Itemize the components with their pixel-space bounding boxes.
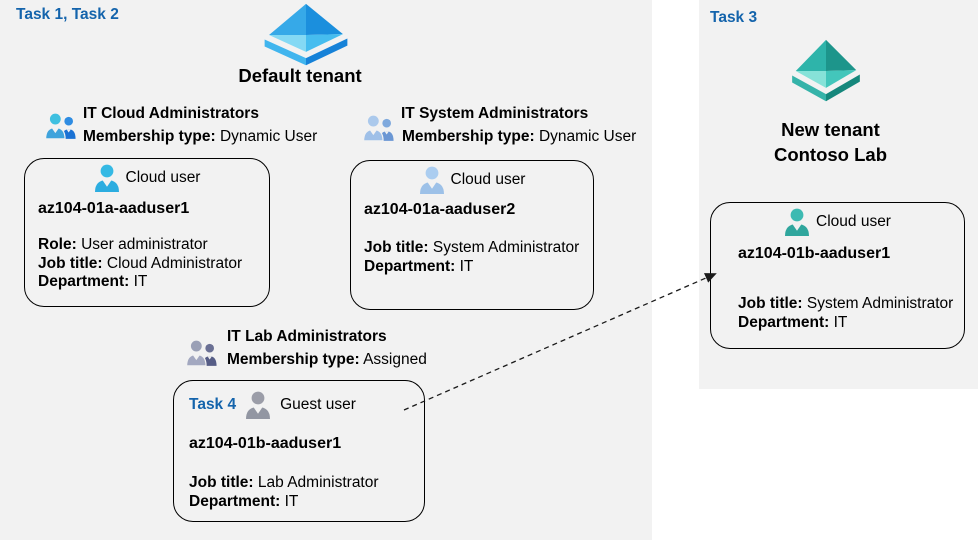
group-name-lab-admins: IT Lab Administrators [227, 328, 387, 345]
cloud-user-icon [94, 164, 119, 192]
azure-ad-icon-teal [792, 39, 860, 102]
user-name: az104-01a-aaduser2 [364, 201, 516, 218]
cloud-user-icon [419, 166, 444, 194]
department-label: Department: [364, 257, 456, 275]
user-type-label: Guest user [280, 396, 356, 413]
role-label: Role: [38, 236, 77, 253]
group-icon-cloud-admins [45, 112, 76, 139]
user-card-aaduser2: Cloud user az104-01a-aaduser2 Job title:… [350, 160, 594, 310]
user-type-label: Cloud user [125, 169, 201, 186]
group-membership-cloud-admins: Membership type: Dynamic User [83, 128, 317, 146]
user-type-label: Cloud user [450, 171, 526, 188]
job-title-value: System Administrator [806, 295, 954, 312]
role-value: User administrator [81, 236, 208, 253]
membership-type-label: Membership type: [227, 351, 360, 368]
default-tenant-title: Default tenant [238, 65, 362, 86]
user-card-header: Task 4 Guest user [189, 391, 356, 419]
job-title-label: Job title: [189, 474, 254, 491]
task-4-label: Task 4 [189, 396, 237, 413]
user-jobtitle-line: Job title: System Administrator [364, 239, 579, 258]
department-label: Department: [738, 313, 830, 331]
user-card-header: Cloud user [711, 208, 964, 236]
group-name-cloud-admins: IT Cloud Administrators [83, 105, 259, 122]
group-icon-lab-admins [186, 339, 217, 366]
cloud-user-icon [785, 208, 810, 236]
membership-type-label: Membership type: [83, 128, 216, 145]
new-tenant-title: New tenant Contoso Lab [728, 118, 933, 167]
user-card-header: Cloud user [25, 164, 269, 192]
job-title-value: System Administrator [432, 239, 580, 256]
default-tenant-panel [0, 0, 652, 540]
membership-type-label: Membership type: [402, 128, 535, 145]
user-department-line: Department: IT [38, 273, 242, 292]
user-type-label: Cloud user [816, 213, 891, 230]
group-membership-system-admins: Membership type: Dynamic User [402, 128, 636, 146]
task-3-label: Task 3 [710, 9, 758, 26]
user-attributes: Job title: System Administrator Departme… [364, 239, 579, 276]
membership-type-value: Assigned [363, 351, 427, 368]
user-jobtitle-line: Job title: System Administrator [738, 295, 953, 314]
new-tenant-title-line2: Contoso Lab [773, 143, 888, 165]
department-label: Department: [189, 492, 281, 510]
user-name: az104-01b-aaduser1 [189, 435, 342, 452]
department-value: IT [833, 313, 848, 331]
new-tenant-title-line1: New tenant [781, 119, 880, 140]
group-name-system-admins: IT System Administrators [401, 105, 589, 122]
guest-user-icon [246, 391, 271, 419]
membership-type-value: Dynamic User [538, 128, 637, 145]
job-title-label: Job title: [38, 254, 103, 272]
user-attributes: Job title: Lab Administrator Department:… [189, 474, 379, 511]
department-label: Department: [38, 273, 130, 290]
user-card-aaduser1: Cloud user az104-01a-aaduser1 Role: User… [24, 158, 270, 307]
azure-ad-icon [264, 3, 348, 66]
group-membership-lab-admins: Membership type: Assigned [227, 351, 427, 369]
new-tenant-user-card: Cloud user az104-01b-aaduser1 Job title:… [710, 202, 965, 349]
department-value: IT [284, 492, 299, 510]
user-department-line: Department: IT [738, 314, 953, 333]
department-value: IT [133, 273, 148, 290]
guest-user-card: Task 4 Guest user az104-01b-aaduser1 Job… [173, 380, 425, 522]
task-1-2-label: Task 1, Task 2 [16, 6, 119, 23]
job-title-label: Job title: [738, 295, 803, 312]
user-attributes: Job title: System Administrator Departme… [738, 295, 953, 332]
user-name: az104-01b-aaduser1 [738, 245, 891, 262]
job-title-label: Job title: [364, 239, 429, 256]
department-value: IT [459, 257, 474, 275]
user-role-line: Role: User administrator [38, 236, 242, 255]
user-card-header: Cloud user [351, 166, 593, 194]
user-department-line: Department: IT [364, 258, 579, 277]
user-department-line: Department: IT [189, 493, 379, 512]
user-name: az104-01a-aaduser1 [38, 200, 190, 217]
job-title-value: Lab Administrator [257, 474, 379, 491]
membership-type-value: Dynamic User [219, 128, 318, 145]
user-jobtitle-line: Job title: Lab Administrator [189, 474, 379, 493]
group-icon-system-admins [363, 114, 394, 141]
job-title-value: Cloud Administrator [106, 254, 243, 272]
user-jobtitle-line: Job title: Cloud Administrator [38, 255, 242, 274]
user-attributes: Role: User administrator Job title: Clou… [38, 236, 242, 292]
